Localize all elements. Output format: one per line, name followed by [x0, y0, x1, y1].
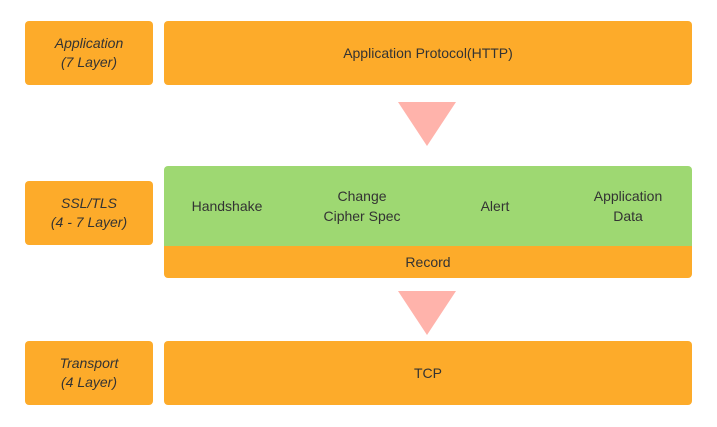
down-triangle-icon	[398, 291, 456, 335]
application-layer-number: (7 Layer)	[60, 54, 118, 70]
alert-protocol-label: Alert	[480, 198, 510, 214]
ssl-tls-layer-name: SSL/TLS	[60, 195, 118, 211]
change-cipher-spec-line2: Cipher Spec	[323, 208, 401, 224]
change-cipher-spec-line1: Change	[337, 188, 387, 204]
transport-layer-label: Transport (4 Layer)	[25, 341, 153, 405]
tcp-box: TCP	[164, 341, 692, 405]
application-protocol-text: Application Protocol(HTTP)	[343, 45, 513, 61]
application-protocol-box: Application Protocol(HTTP)	[164, 21, 692, 85]
transport-layer-number: (4 Layer)	[60, 374, 118, 390]
application-data-line2: Data	[613, 208, 643, 224]
tcp-text: TCP	[414, 365, 442, 381]
application-data-line1: Application	[593, 188, 663, 204]
record-protocol-bar: Record	[164, 246, 692, 278]
ssl-tls-layer-label: SSL/TLS (4 - 7 Layer)	[25, 181, 153, 245]
application-layer-label: Application (7 Layer)	[25, 21, 153, 85]
alert-protocol: Alert	[460, 184, 530, 228]
handshake-protocol-label: Handshake	[191, 198, 263, 214]
down-triangle-icon	[398, 102, 456, 146]
transport-layer-name: Transport	[59, 355, 119, 371]
handshake-protocol: Handshake	[182, 184, 272, 228]
record-protocol-label: Record	[405, 254, 451, 270]
ssl-tls-layer-number: (4 - 7 Layer)	[50, 214, 128, 230]
ssl-tls-protocols-area: Handshake Change Cipher Spec Alert Appli…	[164, 166, 692, 246]
ssl-tls-block: Handshake Change Cipher Spec Alert Appli…	[164, 166, 692, 278]
application-data-protocol: Application Data	[578, 184, 678, 228]
change-cipher-spec-protocol: Change Cipher Spec	[312, 184, 412, 228]
application-layer-name: Application	[54, 35, 124, 51]
